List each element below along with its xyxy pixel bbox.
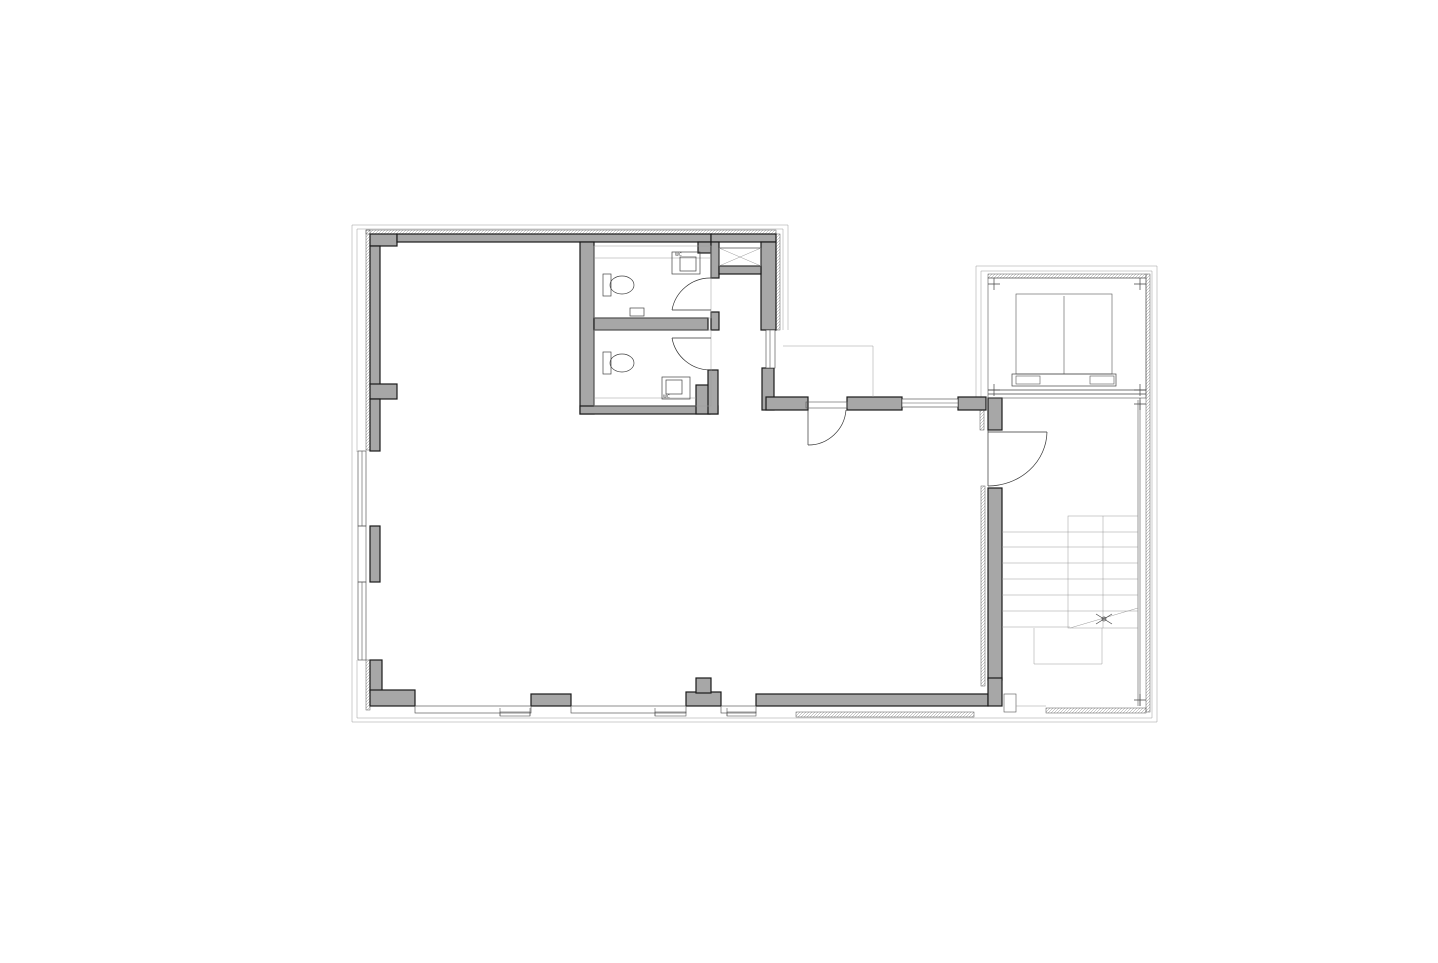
elevator xyxy=(987,277,1147,399)
svg-text:WC: WC xyxy=(663,394,670,399)
west-windows xyxy=(357,450,367,661)
corridor-windows xyxy=(765,329,959,408)
outer-outline xyxy=(351,224,1158,723)
staircase xyxy=(1002,398,1146,713)
toilet-1-door[interactable] xyxy=(671,277,712,311)
toilet-2: WC xyxy=(593,329,712,407)
stair-direction-arrow-icon xyxy=(1095,613,1113,625)
toilet-bowl-icon xyxy=(602,351,635,375)
stair-door[interactable] xyxy=(987,430,1048,487)
service-shaft xyxy=(718,247,762,267)
south-windows xyxy=(414,705,757,717)
sink-icon: WC xyxy=(661,376,691,400)
sink-icon: WC xyxy=(671,251,701,275)
toilet-1: WC xyxy=(593,245,712,319)
svg-text:WC: WC xyxy=(675,252,682,257)
walls xyxy=(369,233,1003,707)
toilet-2-door[interactable] xyxy=(671,337,712,371)
entry-door[interactable] xyxy=(805,401,848,446)
stair-treads xyxy=(1002,531,1138,628)
toilet-bowl-icon xyxy=(602,273,635,297)
insulation-layer xyxy=(365,229,1151,718)
elevator-door-icon xyxy=(988,389,1146,395)
